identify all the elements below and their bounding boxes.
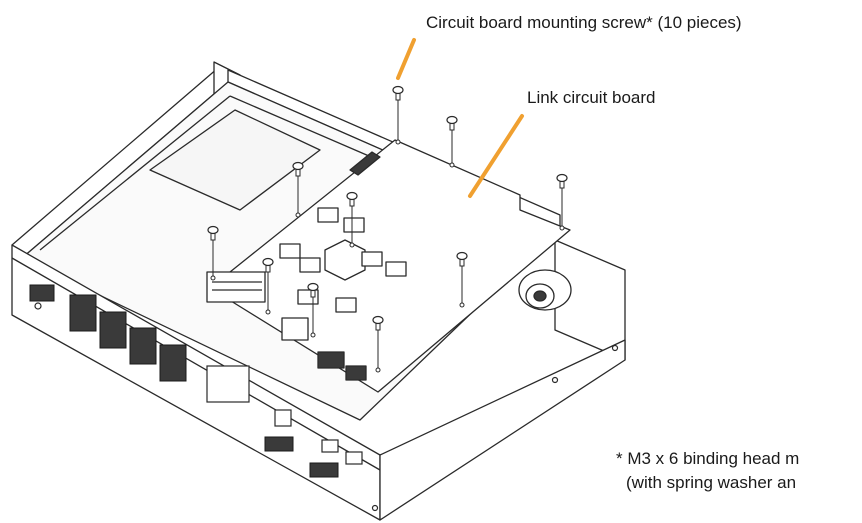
mounting-screw — [372, 315, 384, 373]
mounting-screw — [307, 282, 319, 338]
mounting-screw — [207, 225, 219, 281]
screw-callout-label: Circuit board mounting screw* (10 pieces… — [426, 13, 742, 32]
link-circuit-board — [206, 139, 571, 393]
footnote-line-1: * M3 x 6 binding head m — [616, 449, 800, 468]
front-panel-outlines — [34, 302, 619, 512]
mounting-screw — [292, 161, 304, 218]
callout-leader-lines — [396, 38, 524, 198]
screw-leader-line — [396, 38, 416, 80]
mounting-screw — [556, 173, 568, 231]
board-leader-line — [468, 114, 524, 198]
mounting-screw — [446, 115, 458, 168]
mounting-screw — [392, 85, 404, 145]
mounting-screw — [346, 191, 358, 248]
mounting-screw — [262, 257, 274, 315]
front-panel-connectors — [29, 284, 339, 478]
mounting-screws — [207, 85, 568, 373]
footnote-line-2: (with spring washer an — [626, 473, 797, 492]
mounting-screw — [456, 251, 468, 308]
board-callout-label: Link circuit board — [527, 88, 656, 107]
speaker-component — [518, 269, 572, 311]
